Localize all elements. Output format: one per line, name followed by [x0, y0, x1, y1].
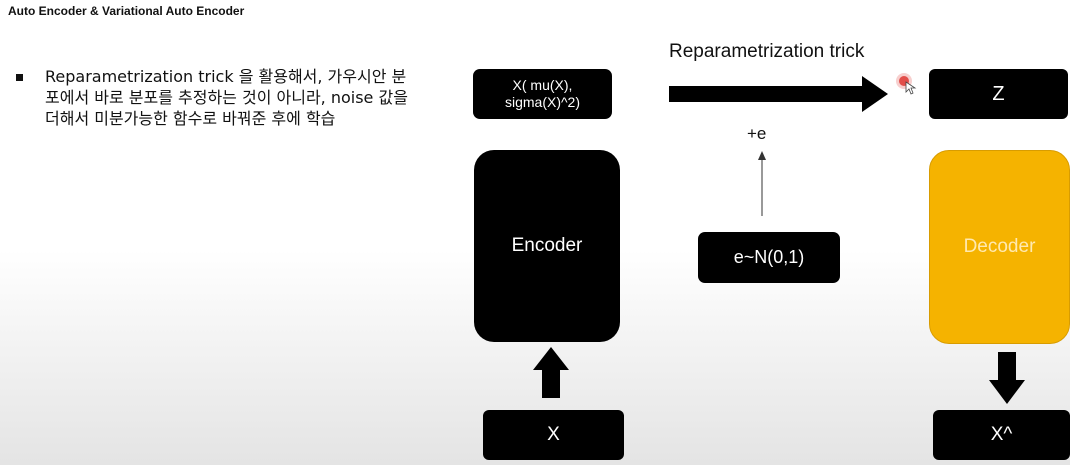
x-hat-output-box: X^	[933, 410, 1070, 460]
noise-arrow-head	[758, 151, 766, 160]
bullet-text: Reparametrization trick 을 활용해서, 가우시안 분포에…	[45, 67, 408, 128]
decoder-box: Decoder	[929, 150, 1070, 344]
slide-title: Auto Encoder & Variational Auto Encoder	[8, 4, 245, 18]
z-box: Z	[929, 69, 1068, 119]
pointer-cursor-icon	[896, 73, 917, 95]
noise-box: e~N(0,1)	[698, 232, 840, 283]
encoder-box: Encoder	[474, 150, 620, 342]
mu-sigma-box: X( mu(X), sigma(X)^2)	[473, 69, 612, 119]
reparam-arrow	[669, 76, 888, 112]
reparam-label: Reparametrization trick	[669, 41, 865, 62]
bullet-square-icon	[16, 74, 23, 81]
x-input-box: X	[483, 410, 624, 460]
plus-e-label: +e	[747, 124, 767, 143]
decoder-to-xhat-arrow	[989, 352, 1025, 404]
x-to-encoder-arrow	[533, 347, 569, 398]
